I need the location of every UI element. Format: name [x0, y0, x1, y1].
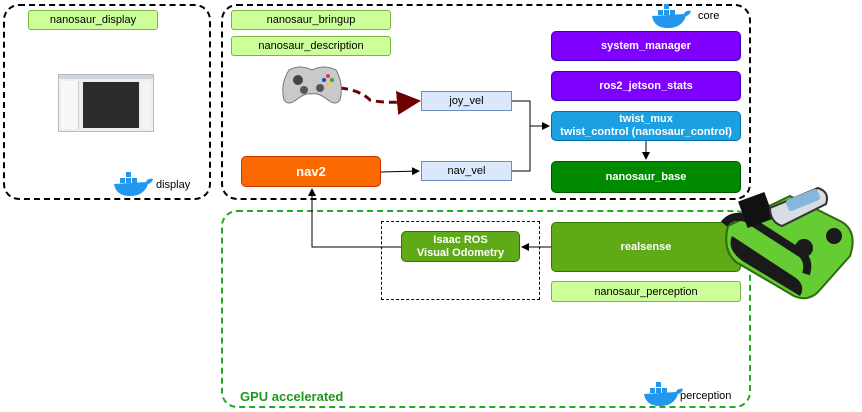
perception-container-label: perception — [680, 390, 732, 402]
visual-odometry-subtitle: Visual Odometry — [416, 246, 505, 259]
topic-nav-vel: nav_vel — [421, 161, 512, 181]
twist-mux-subtitle: twist_control (nanosaur_control) — [560, 126, 732, 138]
package-nanosaur-perception: nanosaur_perception — [551, 281, 741, 302]
gpu-accelerated-label: GPU accelerated — [240, 389, 344, 404]
perception-container — [221, 210, 751, 408]
package-nanosaur-bringup: nanosaur_bringup — [231, 10, 391, 30]
package-nanosaur-display: nanosaur_display — [28, 10, 158, 30]
visual-odometry-title: Isaac ROS — [433, 233, 488, 246]
display-container — [3, 4, 211, 200]
node-ros2-jetson-stats: ros2_jetson_stats — [551, 71, 741, 101]
screen-thumbnail-icon — [58, 74, 154, 132]
node-realsense: realsense — [551, 222, 741, 272]
node-visual-odometry: Isaac ROS Visual Odometry — [401, 231, 520, 262]
core-container — [221, 4, 751, 200]
edge-gamepad-joy-vel — [339, 86, 421, 115]
edge-vo-nav2 — [308, 188, 401, 248]
node-system-manager: system_manager — [551, 31, 741, 61]
package-nanosaur-description: nanosaur_description — [231, 36, 391, 56]
node-nav2: nav2 — [241, 156, 381, 187]
node-twist-mux: twist_mux twist_control (nanosaur_contro… — [551, 111, 741, 141]
topic-joy-vel: joy_vel — [421, 91, 512, 111]
visual-odometry-group — [381, 221, 540, 300]
edge-nav-vel-twist-mux — [512, 126, 531, 172]
display-container-label: display — [156, 179, 191, 191]
twist-mux-title: twist_mux — [619, 113, 673, 125]
node-nanosaur-base: nanosaur_base — [551, 161, 741, 193]
edge-nav2-nav-vel — [380, 167, 420, 176]
core-container-label: core — [698, 10, 720, 22]
edge-joy-vel-twist-mux — [512, 100, 550, 130]
